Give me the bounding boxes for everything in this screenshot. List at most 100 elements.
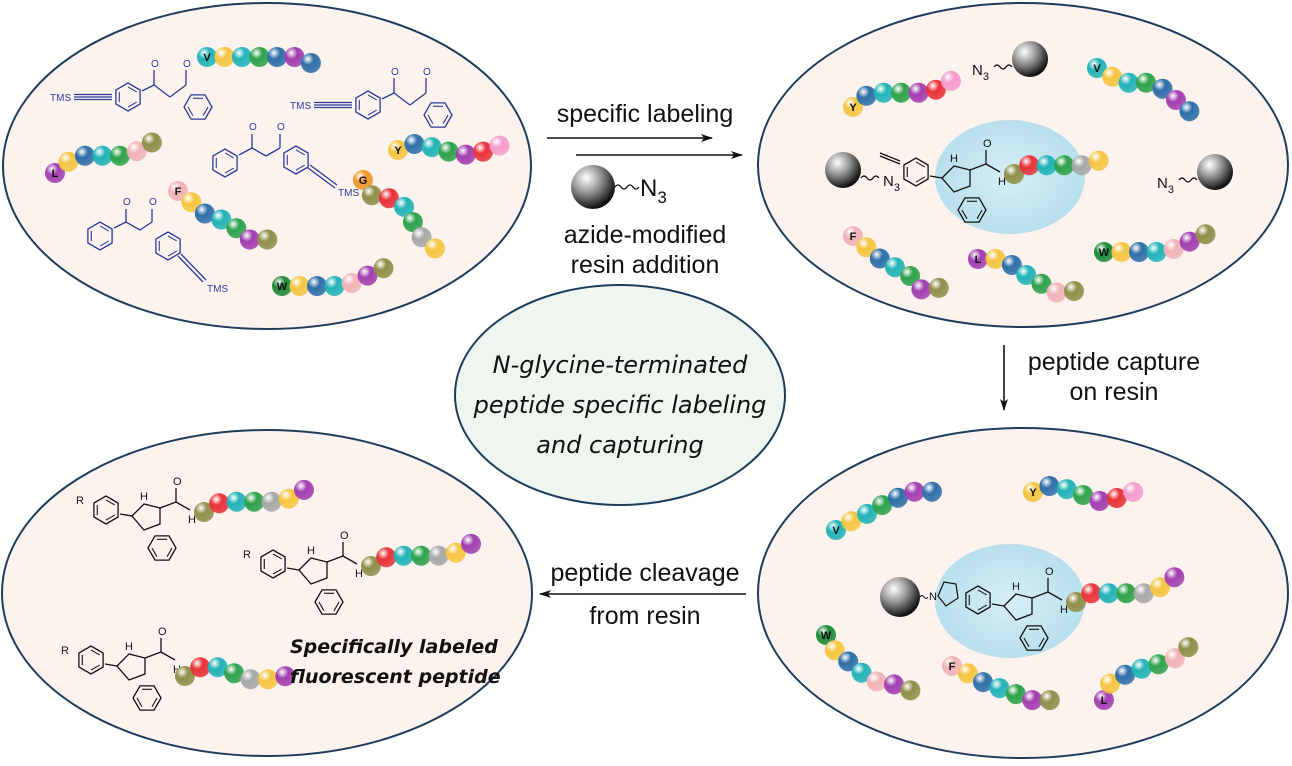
residue-bead bbox=[1133, 583, 1154, 604]
residue-bead bbox=[1163, 239, 1184, 259]
terminus-residue-label: L bbox=[975, 254, 982, 266]
residue-bead bbox=[411, 545, 432, 566]
azide-label: N3 bbox=[972, 62, 989, 83]
oxygen-label: O bbox=[983, 138, 992, 150]
residue-bead bbox=[1123, 482, 1144, 502]
step1-label-below-line1: azide-modified bbox=[563, 221, 727, 249]
residue-bead bbox=[425, 238, 445, 259]
terminus-residue-bead bbox=[1004, 164, 1024, 184]
residue-bead bbox=[1136, 72, 1157, 93]
residue-bead bbox=[1166, 90, 1186, 110]
residue-bead bbox=[1046, 282, 1067, 303]
residue-bead bbox=[1116, 583, 1137, 604]
residue-bead bbox=[224, 663, 245, 684]
terminus-residue-label: Y bbox=[1029, 487, 1037, 499]
terminus-residue-bead bbox=[168, 181, 188, 201]
tms-label: TMS bbox=[207, 284, 228, 295]
residue-bead bbox=[1019, 155, 1040, 176]
residue-bead bbox=[278, 488, 299, 509]
peptide-chain bbox=[361, 533, 481, 576]
wavy-linker bbox=[1178, 177, 1198, 183]
residue-bead bbox=[1039, 690, 1060, 711]
oxygen-label: O bbox=[249, 122, 257, 133]
residue-bead bbox=[888, 487, 908, 508]
peptide-chain: V bbox=[1087, 58, 1200, 122]
residue-bead bbox=[373, 258, 394, 279]
residue-bead bbox=[908, 82, 929, 103]
oxygen-label: O bbox=[340, 530, 349, 542]
residue-bead bbox=[1071, 155, 1092, 176]
terminus-residue-label: F bbox=[850, 231, 857, 243]
residue-bead bbox=[1073, 485, 1094, 505]
residue-bead bbox=[857, 503, 877, 524]
panel-starting-mixture bbox=[2, 2, 532, 330]
residue-bead bbox=[922, 481, 942, 502]
residue-bead bbox=[226, 218, 247, 239]
aryl-ring bbox=[155, 231, 181, 261]
terminus-residue-bead bbox=[197, 47, 217, 67]
resin-bead-icon bbox=[825, 152, 861, 188]
terminus-residue-bead bbox=[843, 97, 863, 117]
azide-label: N3 bbox=[1157, 175, 1174, 196]
terminus-residue-bead bbox=[1066, 592, 1086, 612]
product-caption: Specifically labeled fluorescent peptide bbox=[290, 632, 501, 692]
peptide-chain: F bbox=[942, 656, 1060, 711]
resin-bead-icon bbox=[880, 577, 920, 617]
peptide-chain bbox=[175, 657, 296, 690]
phenyl-ring bbox=[183, 94, 213, 120]
residue-bead bbox=[244, 491, 265, 512]
peptide-chain: V bbox=[826, 481, 942, 540]
residue-bead bbox=[473, 141, 494, 162]
residue-bead bbox=[1102, 66, 1123, 87]
residue-bead bbox=[1005, 684, 1026, 705]
terminus-residue-bead bbox=[388, 140, 408, 160]
residue-bead bbox=[461, 533, 481, 554]
residue-bead bbox=[214, 47, 235, 67]
peptide-chain: L bbox=[968, 249, 1084, 303]
residue-bead bbox=[1179, 231, 1200, 252]
peptide-chain: W bbox=[1094, 224, 1216, 262]
terminus-residue-bead bbox=[1087, 58, 1107, 78]
azide-label: N3 bbox=[640, 175, 667, 207]
oxygen-label: O bbox=[151, 59, 159, 70]
residue-bead bbox=[361, 185, 382, 206]
residue-bead bbox=[1148, 654, 1169, 675]
step3-label-above: peptide cleavage bbox=[550, 559, 740, 587]
center-title-ellipse bbox=[454, 284, 786, 506]
wavy-linker bbox=[860, 175, 880, 181]
peptide-chain: L bbox=[1094, 637, 1199, 710]
center-title: N-glycine-terminated peptide specific la… bbox=[455, 345, 785, 465]
pyrrole-ring bbox=[131, 503, 161, 531]
residue-bead bbox=[181, 192, 202, 213]
residue-bead bbox=[190, 657, 211, 678]
oxygen-label: O bbox=[123, 197, 131, 208]
residue-bead bbox=[1150, 577, 1171, 598]
residue-bead bbox=[1016, 265, 1037, 285]
terminus-residue-label: V bbox=[1093, 63, 1101, 75]
pyrrole-ring bbox=[298, 557, 328, 585]
residue-bead bbox=[232, 47, 252, 67]
nh-label: H bbox=[950, 153, 958, 165]
peptide-chain: V bbox=[197, 47, 321, 73]
residue-bead bbox=[258, 669, 278, 690]
residue-bead bbox=[1036, 155, 1057, 176]
terminus-residue-label: W bbox=[821, 630, 832, 642]
terminus-residue-bead bbox=[942, 656, 962, 676]
terminus-residue-bead bbox=[361, 556, 381, 576]
nh-label: H bbox=[355, 568, 363, 580]
residue-bead bbox=[307, 276, 327, 296]
residue-bead bbox=[1039, 476, 1060, 496]
residue-bead bbox=[1001, 255, 1022, 275]
center-title-line: peptide specific labeling bbox=[473, 391, 767, 419]
residue-bead bbox=[911, 279, 932, 300]
residue-bead bbox=[989, 678, 1010, 699]
peptide-chain bbox=[1066, 567, 1185, 612]
residue-bead bbox=[394, 196, 415, 217]
residue-bead bbox=[421, 137, 442, 158]
resin-bead-icon bbox=[571, 165, 615, 209]
residue-bead bbox=[284, 47, 305, 67]
terminus-residue-bead bbox=[353, 170, 373, 190]
oxygen-label: O bbox=[183, 59, 191, 70]
residue-bead bbox=[866, 671, 887, 692]
